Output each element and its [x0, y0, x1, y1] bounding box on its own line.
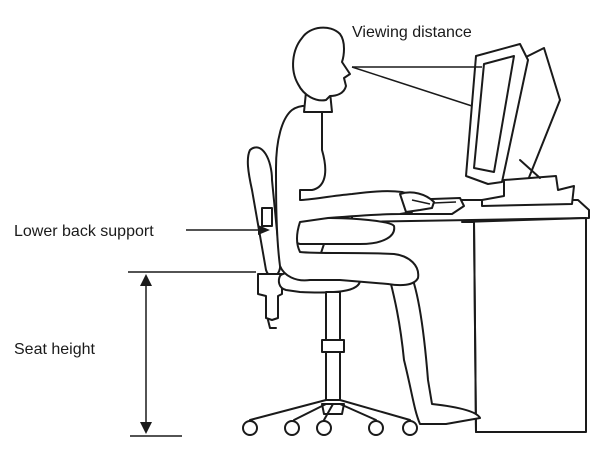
lower-back-support-label: Lower back support — [14, 223, 154, 241]
seat-height-marker — [128, 272, 256, 436]
monitor — [466, 44, 574, 206]
viewing-distance-label: Viewing distance — [352, 24, 472, 42]
chair-casters — [243, 421, 417, 435]
seat-height-label: Seat height — [14, 341, 95, 359]
viewing-distance-lines — [352, 67, 482, 106]
